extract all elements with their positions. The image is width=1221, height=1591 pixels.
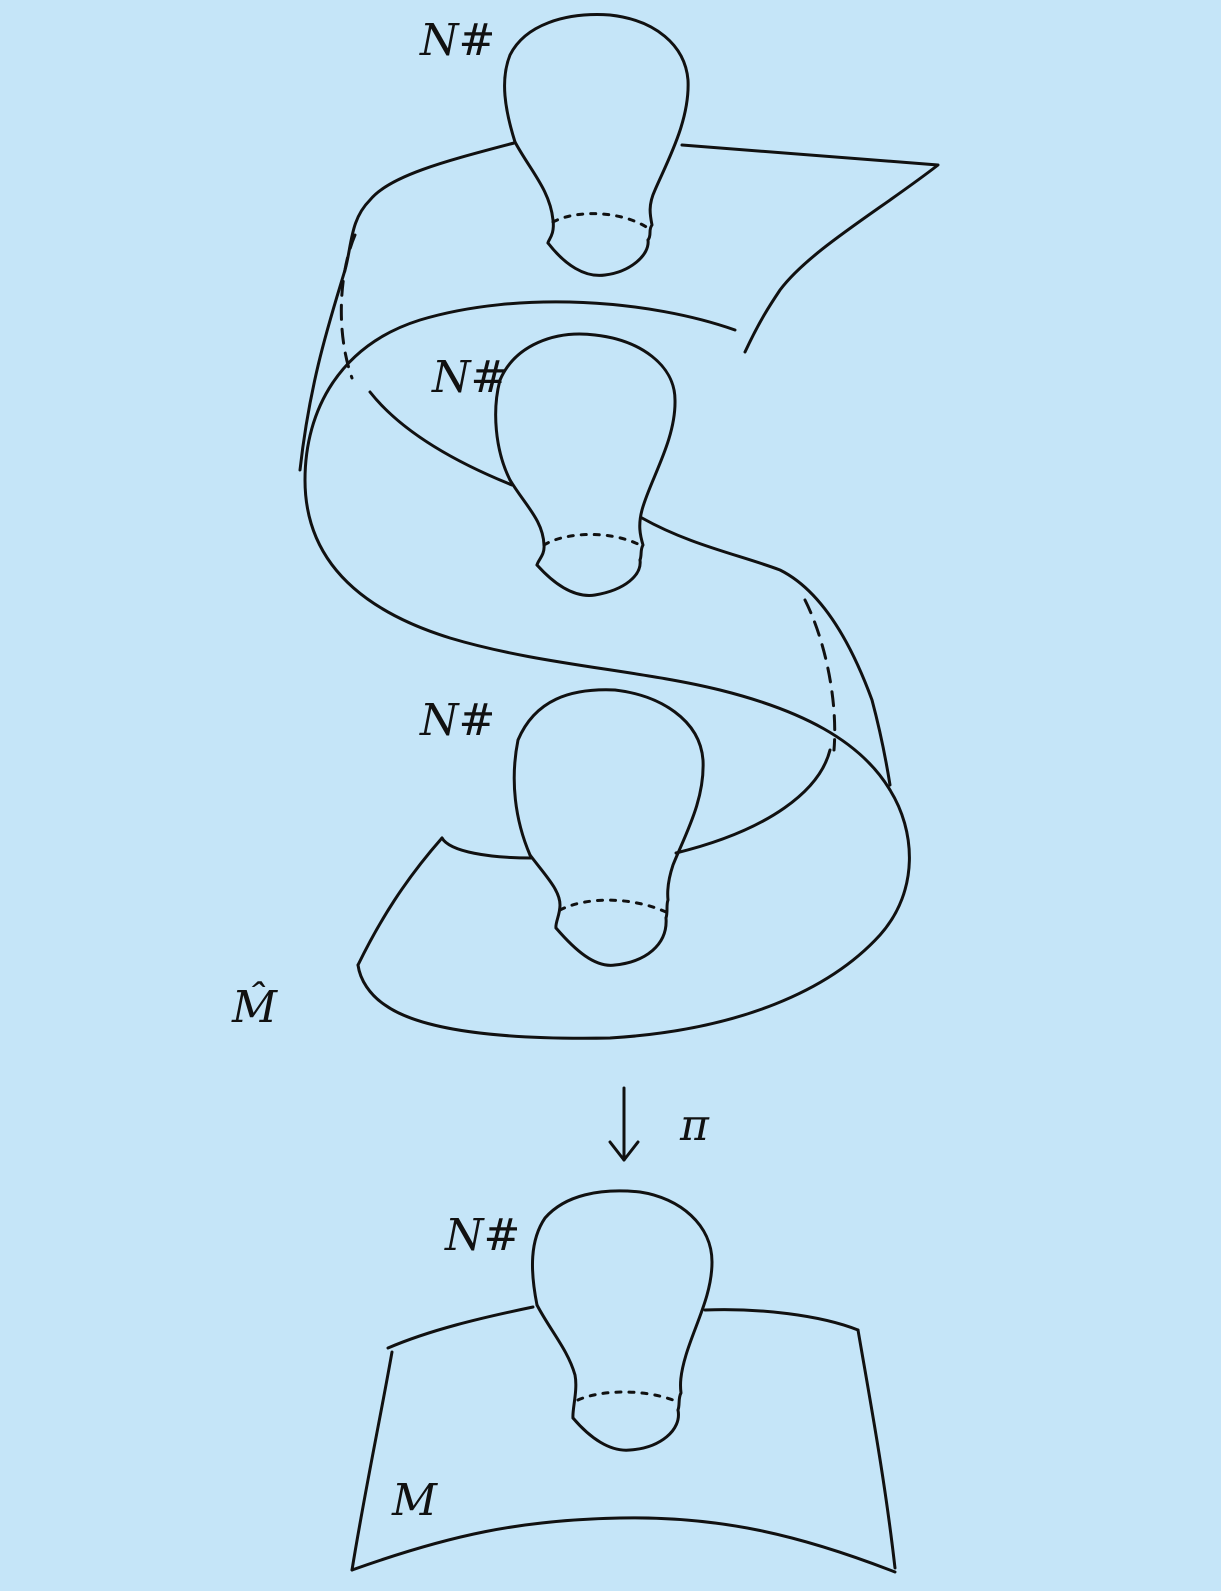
bulb-3 bbox=[512, 688, 705, 967]
covering-surface bbox=[298, 141, 940, 1040]
base-label-text: M bbox=[391, 1475, 438, 1526]
top-sheet-right-edge bbox=[680, 143, 940, 354]
bulb-label-text: N# bbox=[419, 695, 495, 746]
bulb-label-1: N# bbox=[419, 15, 495, 66]
hidden-edge-left bbox=[339, 233, 357, 380]
projection-arrow: π bbox=[608, 1086, 710, 1162]
cover-label: M̂ bbox=[231, 980, 278, 1033]
bulb-label-2: N# bbox=[431, 352, 507, 403]
hidden-edge-right bbox=[803, 598, 837, 752]
bulb-1 bbox=[503, 13, 690, 277]
s-sheet-middle-right-edge bbox=[640, 516, 892, 787]
lower-sheet-left-edge bbox=[356, 836, 444, 967]
bulb-label-text: N# bbox=[444, 1210, 520, 1261]
base-label: M bbox=[391, 1475, 438, 1526]
lower-sheet-left-lip bbox=[440, 836, 534, 860]
lower-sheet-curl bbox=[674, 748, 832, 855]
top-sheet-left-edge bbox=[298, 141, 516, 472]
s-sheet-upper-arc bbox=[303, 300, 892, 792]
lower-sheet-outer bbox=[356, 788, 911, 1040]
projection-label: π bbox=[679, 1100, 710, 1151]
bulb-label-3: N# bbox=[419, 695, 495, 746]
bulb-label-text: N# bbox=[419, 15, 495, 66]
base-bulb-label: N# bbox=[444, 1210, 520, 1261]
cover-label-text: M̂ bbox=[231, 980, 278, 1033]
base-surface bbox=[350, 1305, 897, 1574]
bulb-2 bbox=[494, 332, 677, 597]
base-bulb bbox=[530, 1189, 714, 1452]
s-sheet-inner-edge bbox=[368, 390, 514, 487]
bulb-label-text: N# bbox=[431, 352, 507, 403]
